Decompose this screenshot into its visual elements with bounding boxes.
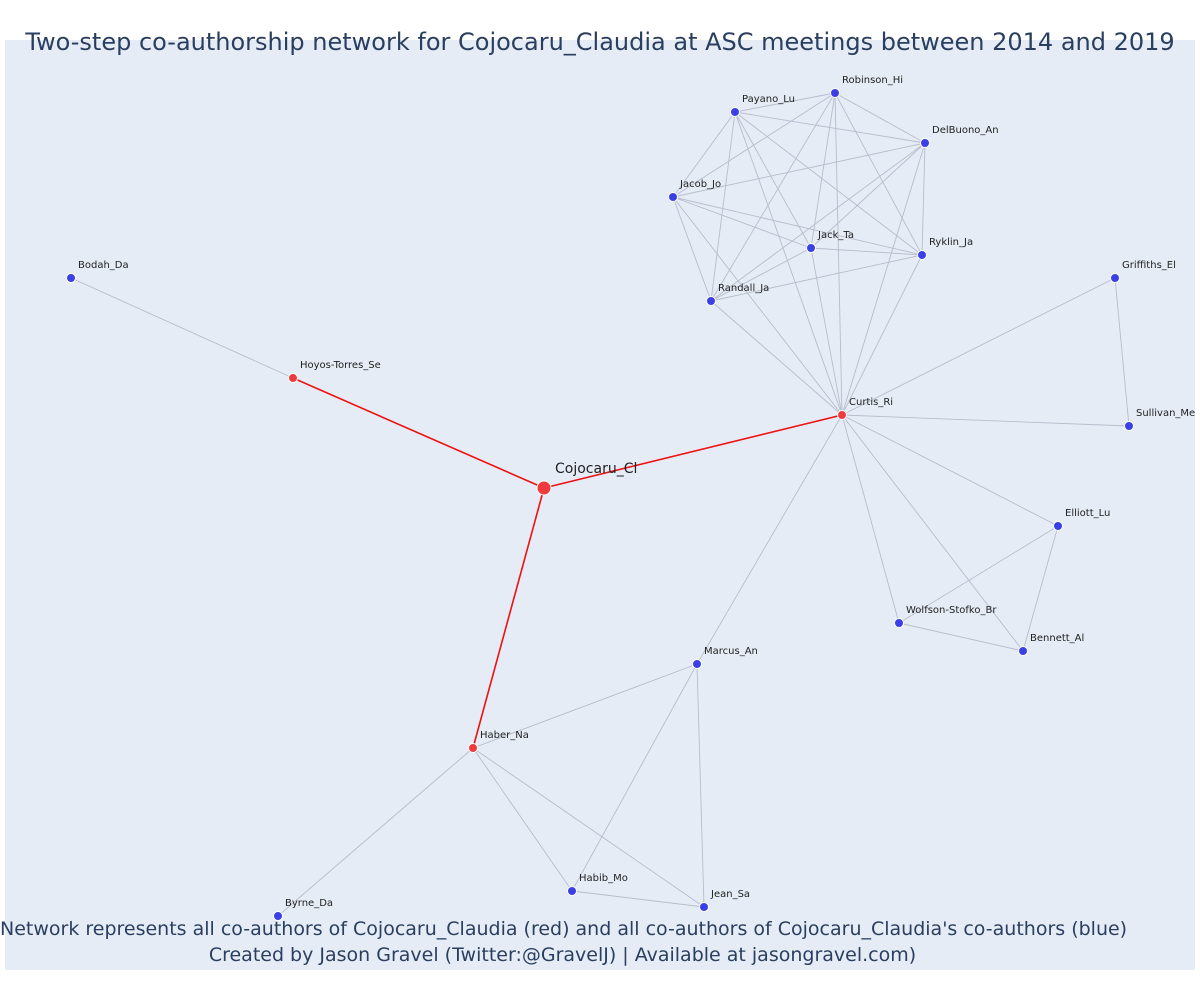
node-jean-sa[interactable] bbox=[699, 902, 709, 912]
edge-robinson-hi-payano-lu bbox=[734, 92, 836, 113]
edge-marcus-an-habib-mo bbox=[571, 663, 698, 892]
node-delbuono-an[interactable] bbox=[920, 138, 930, 148]
node-ryklin-ja[interactable] bbox=[917, 250, 927, 260]
edge-payano-lu-ryklin-ja bbox=[734, 111, 923, 256]
node-randall-ja[interactable] bbox=[706, 296, 716, 306]
node-label-robinson-hi: Robinson_Hi bbox=[842, 75, 903, 86]
edge-elliott-lu-bennett-al bbox=[1022, 525, 1059, 652]
edge-jacob-jo-randall-ja bbox=[672, 196, 712, 302]
node-label-delbuono-an: DelBuono_An bbox=[932, 125, 999, 136]
edge-robinson-hi-jacob-jo bbox=[672, 92, 836, 198]
edge-robinson-hi-curtis-ri bbox=[834, 92, 843, 416]
edge-curtis-ri-bennett-al bbox=[841, 414, 1024, 652]
edge-ryklin-ja-curtis-ri bbox=[841, 254, 923, 416]
edge-payano-lu-jacob-jo bbox=[672, 111, 736, 198]
node-bennett-al[interactable] bbox=[1018, 646, 1028, 656]
edge-randall-ja-curtis-ri bbox=[710, 300, 843, 416]
node-label-byrne-da: Byrne_Da bbox=[285, 898, 333, 909]
node-haber-na[interactable] bbox=[468, 743, 478, 753]
edge-robinson-hi-randall-ja bbox=[710, 92, 836, 302]
node-marcus-an[interactable] bbox=[692, 659, 702, 669]
node-elliott-lu[interactable] bbox=[1053, 521, 1063, 531]
node-habib-mo[interactable] bbox=[567, 886, 577, 896]
edge-payano-lu-curtis-ri bbox=[734, 111, 843, 416]
nodes-layer bbox=[66, 88, 1134, 921]
node-byrne-da[interactable] bbox=[273, 911, 283, 921]
node-label-habib-mo: Habib_Mo bbox=[579, 873, 628, 884]
edge-curtis-ri-marcus-an bbox=[696, 414, 843, 665]
edge-delbuono-an-ryklin-ja bbox=[921, 142, 926, 256]
labels-layer: Cojocaru_Cl Hoyos-Torres_SeCurtis_RiHaber… bbox=[78, 75, 1195, 909]
edge-robinson-hi-delbuono-an bbox=[834, 92, 926, 144]
node-label-jack-ta: Jack_Ta bbox=[817, 230, 854, 241]
node-curtis-ri[interactable] bbox=[837, 410, 847, 420]
edge-delbuono-an-randall-ja bbox=[710, 142, 926, 302]
node-label-haber-na: Haber_Na bbox=[480, 730, 529, 741]
edge-jacob-jo-curtis-ri bbox=[672, 196, 843, 416]
edge-jack-ta-ryklin-ja bbox=[810, 247, 923, 256]
edge-jack-ta-randall-ja bbox=[710, 247, 812, 302]
node-label-elliott-lu: Elliott_Lu bbox=[1065, 508, 1110, 519]
node-jack-ta[interactable] bbox=[806, 243, 816, 253]
edge-curtis-ri-elliott-lu bbox=[841, 414, 1059, 527]
node-label-wolfson-stofko-br: Wolfson-Stofko_Br bbox=[906, 605, 997, 616]
node-label-sullivan-me: Sullivan_Me bbox=[1136, 408, 1195, 419]
node-label-jacob-jo: Jacob_Jo bbox=[679, 179, 721, 190]
edge-jacob-jo-ryklin-ja bbox=[672, 196, 923, 256]
edge-payano-lu-delbuono-an bbox=[734, 111, 926, 144]
node-label-ryklin-ja: Ryklin_Ja bbox=[929, 237, 973, 248]
node-cojocaru-cl[interactable] bbox=[536, 480, 552, 496]
edge-haber-na-jean-sa bbox=[472, 747, 705, 908]
node-griffiths-el[interactable] bbox=[1110, 273, 1120, 283]
node-label-griffiths-el: Griffiths_El bbox=[1122, 260, 1176, 271]
edge-haber-na-byrne-da bbox=[277, 747, 474, 917]
edge-wolfson-stofko-br-bennett-al bbox=[898, 622, 1024, 652]
node-label-bennett-al: Bennett_Al bbox=[1030, 633, 1084, 644]
edge-curtis-ri-griffiths-el bbox=[841, 277, 1116, 416]
edge-delbuono-an-jacob-jo bbox=[672, 142, 926, 198]
node-robinson-hi[interactable] bbox=[830, 88, 840, 98]
edge-elliott-lu-wolfson-stofko-br bbox=[898, 525, 1059, 624]
edge-delbuono-an-curtis-ri bbox=[841, 142, 926, 416]
node-wolfson-stofko-br[interactable] bbox=[894, 618, 904, 628]
node-sullivan-me[interactable] bbox=[1124, 421, 1134, 431]
node-bodah-da[interactable] bbox=[66, 273, 76, 283]
edge-haber-na-marcus-an bbox=[472, 663, 698, 749]
edge-hoyos-torres-se-bodah-da bbox=[70, 277, 294, 379]
caption-description: Network represents all co-authors of Coj… bbox=[0, 918, 1128, 940]
edge-marcus-an-jean-sa bbox=[696, 663, 705, 908]
node-jacob-jo[interactable] bbox=[668, 192, 678, 202]
edge-cojocaru-cl-curtis-ri bbox=[543, 414, 843, 489]
node-label-cojocaru-cl: Cojocaru_Cl bbox=[555, 461, 637, 477]
node-label-curtis-ri: Curtis_Ri bbox=[849, 397, 893, 408]
plot-background bbox=[5, 40, 1195, 970]
edge-cojocaru-cl-haber-na bbox=[472, 487, 545, 749]
node-label-bodah-da: Bodah_Da bbox=[78, 260, 129, 271]
edge-robinson-hi-jack-ta bbox=[810, 92, 836, 249]
node-label-randall-ja: Randall_Ja bbox=[718, 283, 769, 294]
edge-ryklin-ja-randall-ja bbox=[710, 254, 923, 302]
node-hoyos-torres-se[interactable] bbox=[288, 373, 298, 383]
node-label-payano-lu: Payano_Lu bbox=[742, 94, 795, 105]
edge-delbuono-an-jack-ta bbox=[810, 142, 926, 249]
edge-curtis-ri-sullivan-me bbox=[841, 414, 1130, 427]
edge-jack-ta-curtis-ri bbox=[810, 247, 843, 416]
edge-curtis-ri-wolfson-stofko-br bbox=[841, 414, 900, 624]
node-label-hoyos-torres-se: Hoyos-Torres_Se bbox=[300, 360, 381, 371]
edge-haber-na-habib-mo bbox=[472, 747, 573, 892]
edge-habib-mo-jean-sa bbox=[571, 890, 705, 908]
edge-robinson-hi-ryklin-ja bbox=[834, 92, 923, 256]
edges-layer bbox=[70, 92, 1130, 917]
caption-credit: Created by Jason Gravel (Twitter:@Gravel… bbox=[208, 944, 917, 966]
chart-title: Two-step co-authorship network for Cojoc… bbox=[25, 28, 1175, 56]
node-label-marcus-an: Marcus_An bbox=[704, 646, 758, 657]
edge-payano-lu-randall-ja bbox=[710, 111, 736, 302]
node-payano-lu[interactable] bbox=[730, 107, 740, 117]
edge-payano-lu-jack-ta bbox=[734, 111, 812, 249]
edge-cojocaru-cl-hoyos-torres-se bbox=[292, 377, 545, 489]
edge-griffiths-el-sullivan-me bbox=[1114, 277, 1130, 427]
node-label-jean-sa: Jean_Sa bbox=[710, 889, 750, 900]
edge-jacob-jo-jack-ta bbox=[672, 196, 812, 249]
